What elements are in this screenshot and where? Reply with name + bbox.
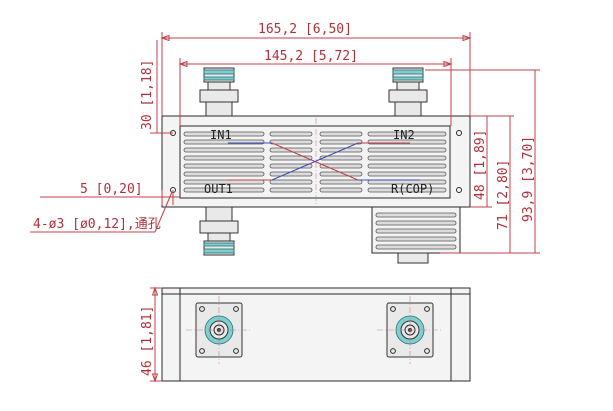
cooling-fin bbox=[319, 131, 363, 137]
cooling-fin bbox=[319, 179, 363, 185]
cooling-fin bbox=[183, 187, 265, 193]
port-label-in2: IN2 bbox=[393, 128, 415, 142]
cooling-fin bbox=[319, 139, 363, 145]
cooling-fin bbox=[183, 171, 265, 177]
dimension-edge-offset-text: 5 [0,20] bbox=[80, 182, 143, 197]
dimension-bottom-height-text: 46 [1,81] bbox=[140, 306, 155, 376]
load-fin bbox=[375, 220, 457, 226]
load-fin bbox=[375, 212, 457, 218]
dimension-height-48: 48 [1,89] bbox=[470, 115, 492, 208]
cooling-fin bbox=[269, 131, 313, 137]
cooling-fin bbox=[367, 171, 447, 177]
cooling-fin bbox=[183, 147, 265, 153]
cooling-fin bbox=[269, 139, 313, 145]
dimension-bottom-height: 46 [1,81] bbox=[140, 286, 162, 383]
cooling-fins bbox=[183, 131, 447, 193]
load-fin bbox=[375, 236, 457, 242]
dimension-top-offset: 30 [1,18] bbox=[140, 40, 173, 134]
connector-out1-bottom bbox=[199, 206, 239, 256]
cooling-fin bbox=[367, 131, 447, 137]
cooling-fin bbox=[319, 163, 363, 169]
cooling-fin bbox=[367, 155, 447, 161]
port-label-in1: IN1 bbox=[210, 128, 232, 142]
cooling-fin bbox=[183, 131, 265, 137]
cooling-fin bbox=[269, 147, 313, 153]
dimension-height-71-text: 71 [2,80] bbox=[496, 160, 511, 230]
cooling-fin bbox=[269, 187, 313, 193]
mounting-hole bbox=[456, 187, 462, 193]
load-block bbox=[371, 206, 461, 264]
cooling-fin bbox=[367, 163, 447, 169]
cooling-fin bbox=[183, 155, 265, 161]
cooling-fin bbox=[183, 179, 265, 185]
dimension-height-939: 93,9 [3,70] bbox=[425, 69, 540, 254]
dimension-hole-note: 4-ø3 [ø0,12],通孔 bbox=[30, 191, 173, 233]
dimension-connector-spacing: 145,2 [5,72] bbox=[178, 49, 453, 126]
dimension-top-offset-text: 30 [1,18] bbox=[140, 60, 155, 130]
dimension-hole-note-text: 4-ø3 [ø0,12],通孔 bbox=[33, 217, 161, 232]
connector-in2-top bbox=[388, 67, 428, 117]
cooling-fin bbox=[367, 147, 447, 153]
dimension-connector-spacing-text: 145,2 [5,72] bbox=[264, 49, 358, 64]
dimension-overall-length-text: 165,2 [6,50] bbox=[258, 22, 352, 37]
cooling-fin bbox=[269, 171, 313, 177]
port-label-rcop: R(COP) bbox=[391, 182, 434, 196]
load-fin bbox=[375, 244, 457, 250]
port-label-out1: OUT1 bbox=[204, 182, 233, 196]
cooling-fin bbox=[269, 179, 313, 185]
cooling-fin bbox=[367, 187, 447, 193]
cooling-fin bbox=[319, 171, 363, 177]
dimension-height-939-text: 93,9 [3,70] bbox=[521, 136, 536, 222]
mounting-hole bbox=[456, 130, 462, 136]
cooling-fin bbox=[269, 155, 313, 161]
load-fin bbox=[375, 228, 457, 234]
dimension-overall-length: 165,2 [6,50] bbox=[160, 22, 472, 116]
bottom-view bbox=[161, 287, 471, 382]
dimension-height-48-text: 48 [1,89] bbox=[473, 130, 488, 200]
dimension-edge-offset: 5 [0,20] bbox=[40, 182, 180, 205]
coupling-cross-blue bbox=[271, 142, 359, 181]
cooling-fin bbox=[319, 187, 363, 193]
connector-in1-top bbox=[199, 67, 239, 117]
cooling-fin bbox=[183, 163, 265, 169]
cooling-fin bbox=[319, 155, 363, 161]
